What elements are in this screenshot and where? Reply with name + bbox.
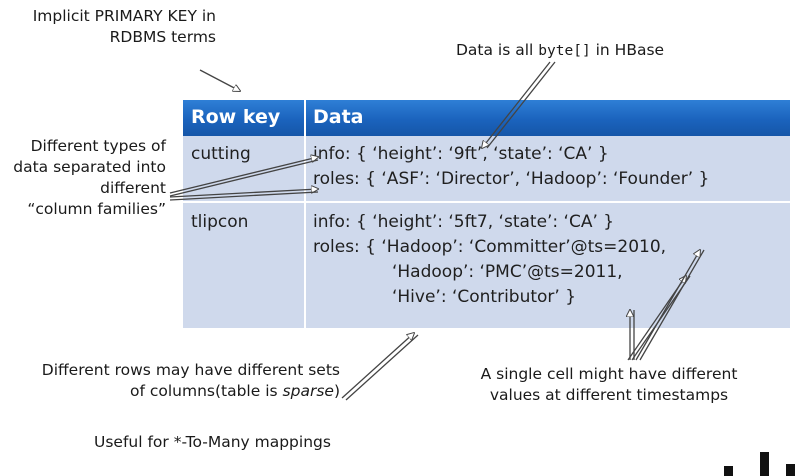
sparse-post: ) xyxy=(333,382,340,400)
column-divider xyxy=(304,100,306,328)
single-cell-note: A single cell might have different value… xyxy=(480,365,738,404)
hbase-table: Row key Data cutting info: { ‘height’: ‘… xyxy=(183,100,790,328)
cutting-roles: roles: { ‘ASF’: ‘Director’, ‘Hadoop’: ‘F… xyxy=(313,169,710,189)
arrow-cell-3 xyxy=(635,250,700,361)
arrow-family-roles xyxy=(169,189,318,198)
tlipcon-roles-2: ‘Hadoop’: ‘PMC’@ts=2011, xyxy=(392,262,623,282)
data-bytes-note: Data is all byte[] in HBase xyxy=(456,40,664,62)
arrow-sparse xyxy=(341,333,414,399)
data-bytes-code: byte[] xyxy=(538,43,591,59)
arrow-sparse-b xyxy=(345,334,419,401)
column-families-note: Different types of data separated into d… xyxy=(13,137,166,218)
tlipcon-roles-3: ‘Hive’: ‘Contributor’ } xyxy=(392,287,577,307)
row-key-tlipcon: tlipcon xyxy=(191,212,249,232)
sparse-line-2: of columns(table is sparse) xyxy=(10,381,340,402)
arrow-data-bytes xyxy=(482,61,551,148)
arrow-family-roles-b xyxy=(169,191,319,201)
arrow-data-bytes-b xyxy=(486,61,556,149)
cutting-info: info: { ‘height’: ‘9ft’, ‘state’: ‘CA’ } xyxy=(313,144,609,164)
header-data: Data xyxy=(313,106,364,128)
row-key-cutting: cutting xyxy=(191,144,251,164)
data-bytes-pre: Data is all xyxy=(456,41,534,59)
arrow-family-info xyxy=(169,157,318,194)
primary-key-note: Implicit PRIMARY KEY in RDBMS terms xyxy=(32,7,216,46)
arrow-primary-key xyxy=(199,69,240,91)
tlipcon-info: info: { ‘height’: ‘5ft7, ‘state’: ‘CA’ } xyxy=(313,212,615,232)
data-bytes-post: in HBase xyxy=(595,41,665,59)
table-header: Row key Data xyxy=(183,100,790,136)
sparse-italic: sparse xyxy=(282,382,334,400)
tlipcon-roles-1: roles: { ‘Hadoop’: ‘Committer’@ts=2010, xyxy=(313,237,667,257)
arrow-cell-3b xyxy=(639,249,705,361)
sparse-line-1: Different rows may have different sets xyxy=(41,361,340,379)
arrow-family-info-b xyxy=(169,159,319,197)
header-row-key: Row key xyxy=(191,106,281,128)
many-mappings-note: Useful for *-To-Many mappings xyxy=(94,433,331,451)
sparse-note: Different rows may have different sets o… xyxy=(10,360,340,402)
sparse-pre: of columns(table is xyxy=(129,382,278,400)
row-divider xyxy=(183,201,790,203)
logo-fragment xyxy=(722,450,801,476)
